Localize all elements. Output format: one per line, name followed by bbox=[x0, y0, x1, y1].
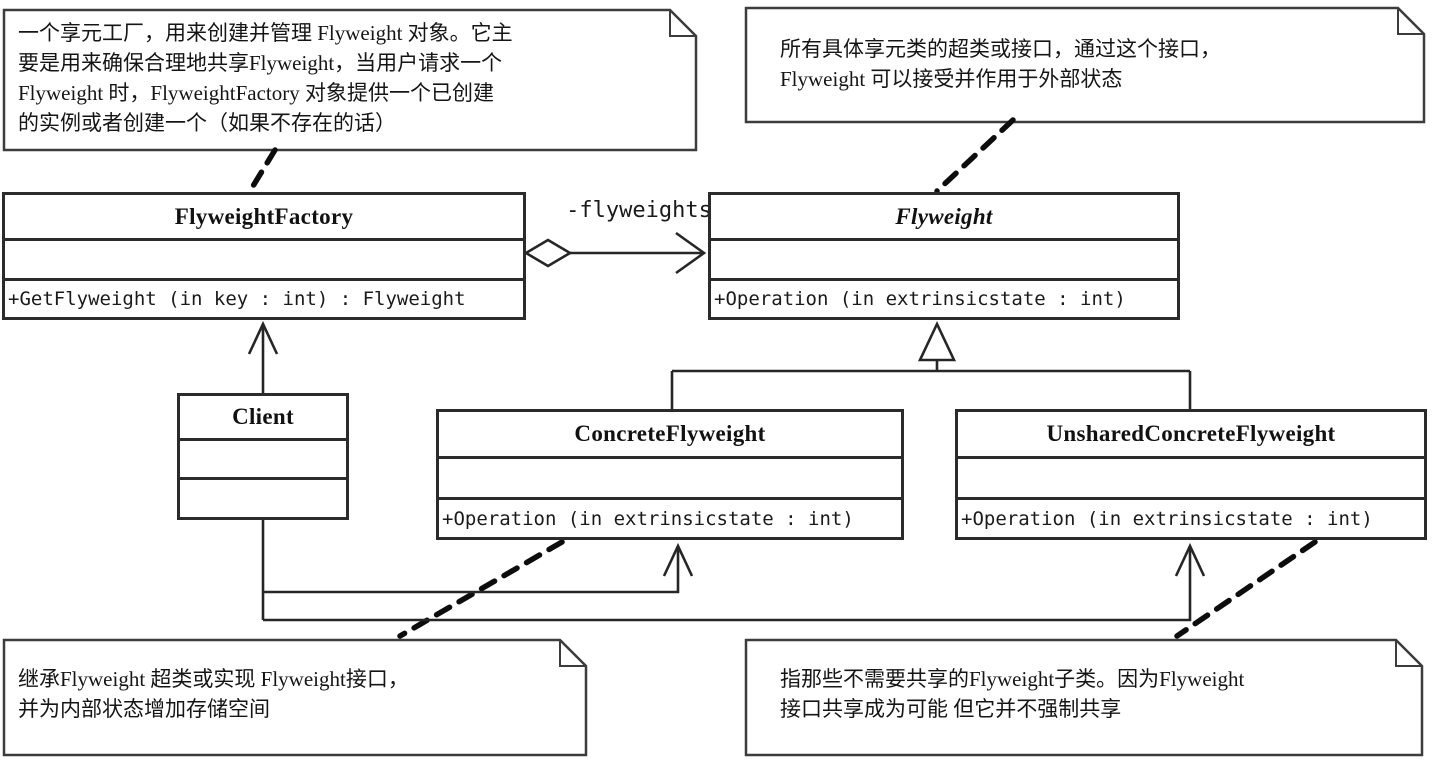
association-client-unshared bbox=[263, 542, 1206, 622]
attributes-compartment bbox=[711, 238, 1177, 278]
methods-compartment bbox=[180, 477, 346, 517]
note-link-factory bbox=[247, 147, 278, 194]
attributes-compartment bbox=[180, 438, 346, 477]
class-concrete-flyweight: ConcreteFlyweight +Operation (in extrins… bbox=[436, 409, 904, 540]
note-line: 要是用来确保合理地共享Flyweight，当用户请求一个 bbox=[18, 51, 503, 75]
note-line: 一个享元工厂，用来创建并管理 Flyweight 对象。它主 bbox=[18, 21, 513, 45]
note-shape-concrete bbox=[2, 638, 588, 757]
open-arrowhead-icon bbox=[1174, 542, 1206, 577]
class-client: Client bbox=[177, 393, 349, 520]
note-line: 的实例或者创建一个（如果不存在的话） bbox=[18, 111, 396, 135]
note-line: 并为内部状态增加存储空间 bbox=[18, 697, 270, 721]
note-shape-unshared bbox=[744, 638, 1424, 757]
generalization-flyweight-subclasses bbox=[670, 320, 1192, 409]
attributes-compartment bbox=[958, 456, 1424, 497]
note-link-concrete bbox=[397, 539, 565, 639]
attributes-compartment bbox=[5, 238, 523, 278]
note-shape-flyweight bbox=[744, 6, 1426, 124]
open-arrowhead-icon bbox=[662, 542, 694, 577]
open-arrowhead-icon bbox=[675, 231, 707, 275]
class-name: ConcreteFlyweight bbox=[574, 421, 766, 446]
class-flyweight: Flyweight +Operation (in extrinsicstate … bbox=[708, 192, 1180, 320]
note-link-flyweight bbox=[934, 117, 1016, 194]
generalization-triangle-icon bbox=[917, 320, 957, 362]
aggregation-label: -flyweights bbox=[566, 198, 712, 223]
note-concrete: 继承Flyweight 超类或实现 Flyweight接口， 并为内部状态增加存… bbox=[18, 664, 574, 724]
aggregation-diamond-icon bbox=[523, 238, 573, 268]
methods-compartment: +Operation (in extrinsicstate : int) bbox=[958, 497, 1424, 537]
note-shape-factory bbox=[2, 8, 698, 152]
class-name: FlyweightFactory bbox=[174, 203, 354, 229]
note-flyweight: 所有具体享元类的超类或接口，通过这个接口， Flyweight 可以接受并作用于… bbox=[780, 34, 1410, 94]
methods-compartment: +Operation (in extrinsicstate : int) bbox=[439, 497, 901, 537]
note-line: 继承Flyweight 超类或实现 Flyweight接口， bbox=[18, 667, 409, 691]
note-link-unshared bbox=[1174, 539, 1318, 639]
note-line: 指那些不需要共享的Flyweight子类。因为Flyweight bbox=[780, 667, 1245, 691]
association-client-concrete bbox=[261, 520, 694, 620]
class-flyweight-factory: FlyweightFactory +GetFlyweight (in key :… bbox=[2, 192, 526, 320]
class-unshared-concrete-flyweight: UnsharedConcreteFlyweight +Operation (in… bbox=[955, 409, 1427, 540]
aggregation-factory-flyweight bbox=[523, 231, 707, 275]
methods-compartment: +Operation (in extrinsicstate : int) bbox=[711, 278, 1177, 317]
note-unshared: 指那些不需要共享的Flyweight子类。因为Flyweight 接口共享成为可… bbox=[780, 664, 1410, 724]
methods-compartment: +GetFlyweight (in key : int) : Flyweight bbox=[5, 278, 523, 317]
note-line: 接口共享成为可能 但它并不强制共享 bbox=[780, 697, 1122, 721]
note-line: 所有具体享元类的超类或接口，通过这个接口， bbox=[780, 37, 1221, 61]
class-name: Flyweight bbox=[895, 203, 993, 229]
class-name: UnsharedConcreteFlyweight bbox=[1046, 421, 1336, 446]
attributes-compartment bbox=[439, 456, 901, 497]
note-line: Flyweight 时，FlyweightFactory 对象提供一个已创建 bbox=[18, 81, 494, 105]
note-line: Flyweight 可以接受并作用于外部状态 bbox=[780, 67, 1123, 91]
class-name: Client bbox=[232, 404, 294, 429]
association-client-factory bbox=[247, 320, 279, 393]
note-factory: 一个享元工厂，用来创建并管理 Flyweight 对象。它主 要是用来确保合理地… bbox=[18, 18, 686, 138]
open-arrowhead-icon bbox=[247, 320, 279, 355]
